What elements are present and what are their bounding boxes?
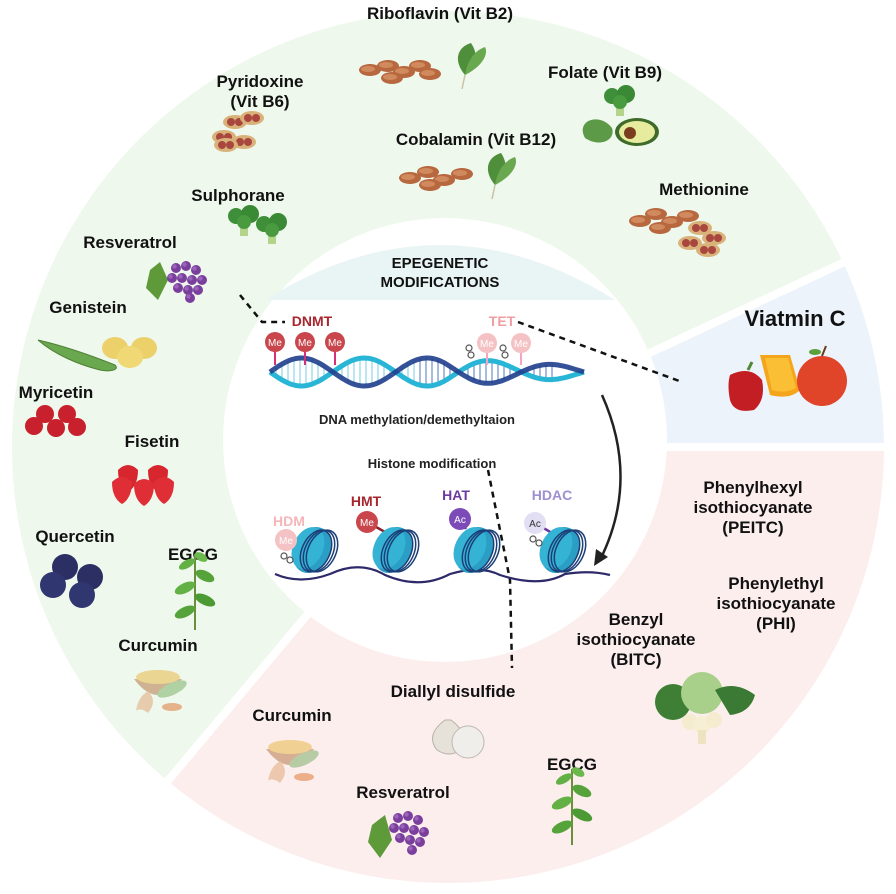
label-quercetin: Quercetin: [35, 527, 115, 546]
dna-wrap: [302, 529, 336, 573]
histone-caption: Histone modification: [367, 456, 497, 471]
dna-wrap: [386, 529, 420, 573]
enzyme-tet: TET: [488, 313, 516, 329]
mark-label: Ac: [454, 515, 466, 526]
methyl-mark-label: Me: [480, 339, 494, 350]
label-peitc-line3: (PEITC): [722, 518, 784, 537]
connector-tet-vitc: [517, 320, 683, 384]
scissors-icon: [467, 351, 475, 359]
dna-wrap: [553, 529, 587, 573]
label-pyridoxine-line2: (Vit B6): [230, 92, 290, 111]
dna-wrap: [464, 529, 498, 573]
label-riboflavin: Riboflavin (Vit B2): [366, 4, 514, 23]
label-cobalamin: Cobalamin (Vit B12): [395, 130, 557, 149]
acetyl-mark-icon: [449, 508, 471, 530]
chromatin-fiber: [274, 566, 611, 584]
acetyl-mark-icon: [524, 512, 546, 534]
label-fisetin: Fisetin: [124, 432, 180, 451]
label-bitc-line2: isothiocyanate: [576, 630, 696, 649]
connector-histone-pink: [486, 469, 514, 669]
connector-green-dnmt: [239, 294, 285, 324]
enzyme-dnmt: DNMT: [291, 313, 333, 329]
methyl-mark-label: Me: [514, 339, 528, 350]
dna-wrap: [550, 529, 584, 573]
scissors-icon: [280, 552, 288, 560]
methyl-mark-icon: [477, 333, 497, 353]
methyl-mark-icon: [356, 511, 378, 533]
mark-label: Me: [360, 518, 374, 529]
scissors-icon: [286, 556, 294, 564]
label-bitc-line3: (BITC): [610, 650, 662, 669]
enzyme-hat: HAT: [442, 487, 470, 503]
label-curcumin-green: Curcumin: [118, 636, 198, 655]
nucleosome-icon: Ac: [449, 508, 501, 574]
nucleosome-icon: Ac: [524, 512, 587, 574]
label-pyridoxine: Pyridoxine(Vit B6): [217, 72, 304, 112]
label-phi-line3: (PHI): [756, 614, 796, 633]
label-resveratrol-pink: Resveratrol: [356, 783, 450, 802]
label-methionine: Methionine: [659, 180, 749, 199]
label-myricetin: Myricetin: [18, 383, 94, 402]
label-bitc-line1: Benzyl: [608, 610, 664, 629]
methyl-mark-icon: [325, 332, 345, 352]
label-curcumin-pink: Curcumin: [252, 706, 332, 725]
label-genistein: Genistein: [49, 298, 127, 317]
arrow-head-icon: [594, 549, 608, 566]
scissors-icon: [529, 535, 537, 543]
methyl-mark-icon: [265, 332, 285, 352]
center-title-line1: EPEGENETIC: [391, 255, 489, 272]
nucleosome-icon: Me: [356, 511, 420, 574]
methyl-mark-icon: [295, 332, 315, 352]
scissors-icon: [501, 351, 509, 359]
nucleosome-icon: Me: [275, 526, 339, 574]
label-folate: Folate (Vit B9): [548, 63, 662, 82]
dna-wrap: [383, 529, 417, 573]
methyl-mark-label: Me: [298, 338, 312, 349]
dna-strand-a: [268, 355, 585, 389]
label-sulphorane: Sulphorane: [191, 186, 285, 205]
title-banner: [265, 245, 615, 300]
scissors-icon: [499, 344, 507, 352]
center-title: EPEGENETIC MODIFICATIONS: [381, 254, 500, 292]
scissors-icon: [465, 344, 473, 352]
enzyme-hdm: HDM: [273, 513, 305, 529]
label-pyridoxine-line1: Pyridoxine: [216, 72, 304, 91]
label-egcg-green: EGCG: [167, 545, 219, 564]
label-phi-line1: Phenylethyl: [728, 574, 824, 593]
process-arrow: [598, 394, 622, 561]
methyl-mark-label: Me: [268, 338, 282, 349]
enzyme-hdac: HDAC: [531, 487, 573, 503]
label-peitc-line2: isothiocyanate: [693, 498, 813, 517]
scissors-icon: [535, 539, 543, 547]
mark-label: Ac: [529, 519, 541, 530]
dna-caption: DNA methylation/demethyltaion: [319, 412, 515, 427]
label-egcg-pink: EGCG: [546, 755, 598, 774]
label-phi-line2: isothiocyanate: [716, 594, 836, 613]
mark-label: Me: [279, 536, 293, 547]
dna-wrap: [467, 529, 501, 573]
label-peitc-line1: Phenylhexyl: [703, 478, 803, 497]
dna-strand-b: [268, 355, 585, 389]
center-title-line2: MODIFICATIONS: [380, 274, 500, 291]
label-resveratrol-green: Resveratrol: [83, 233, 177, 252]
methyl-mark-icon: [511, 333, 531, 353]
label-diallyl-disulfide: Diallyl disulfide: [390, 682, 516, 701]
dna-helix-icon: [268, 355, 585, 389]
dna-wrap: [305, 529, 339, 573]
enzyme-hmt: HMT: [350, 493, 382, 509]
sector-pink: [159, 443, 893, 891]
methyl-mark-label: Me: [328, 338, 342, 349]
methyl-mark-icon: [275, 529, 297, 551]
label-vitamin-c: Viatmin C: [744, 306, 846, 331]
